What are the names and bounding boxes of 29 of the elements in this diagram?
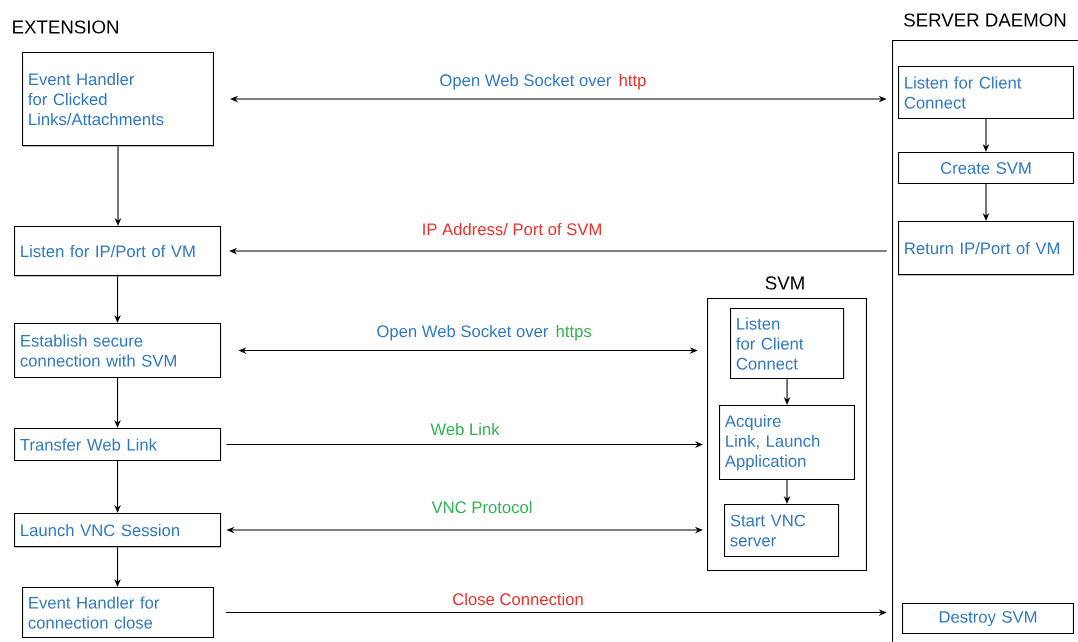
arrow (114, 377, 121, 428)
column-heading: EXTENSION (13, 20, 118, 34)
edge-label: Open Web Socket over (377, 324, 549, 341)
edge-label: Web Link (430, 422, 500, 436)
arrow (114, 275, 121, 323)
process-box: Return IP/Port of VM (898, 221, 1074, 276)
protocol-label: http (619, 73, 646, 90)
process-box: Acquire Link, Launch Application (719, 405, 855, 481)
column-heading: SVM (765, 276, 804, 290)
process-box: Listen for Client Connect (898, 66, 1074, 120)
process-box: Launch VNC Session (14, 513, 222, 548)
arrow (225, 441, 703, 448)
edge-label: Close Connection (453, 592, 583, 606)
arrow (114, 546, 121, 587)
process-box: Establish secure connection with SVM (14, 323, 222, 379)
process-box: Create SVM (898, 152, 1074, 184)
process-box: Start VNC server (724, 504, 840, 558)
process-box: Event Handler for connection close (22, 587, 214, 639)
protocol-label: https (556, 324, 592, 341)
process-box: Listen for IP/Port of VM (14, 226, 222, 277)
column-heading: SERVER DAEMON (904, 13, 1066, 27)
process-box: Listen for Client Connect (730, 308, 845, 380)
process-box: Transfer Web Link (14, 428, 222, 462)
process-box: Event Handler for Clicked Links/Attachments (22, 52, 214, 147)
edge-label: IP Address/ Port of SVM (423, 222, 601, 236)
edge-label: VNC Protocol (431, 500, 532, 514)
process-box: Destroy SVM (902, 603, 1074, 635)
arrow (114, 460, 121, 513)
edge-label: Open Web Socket over (440, 73, 612, 90)
